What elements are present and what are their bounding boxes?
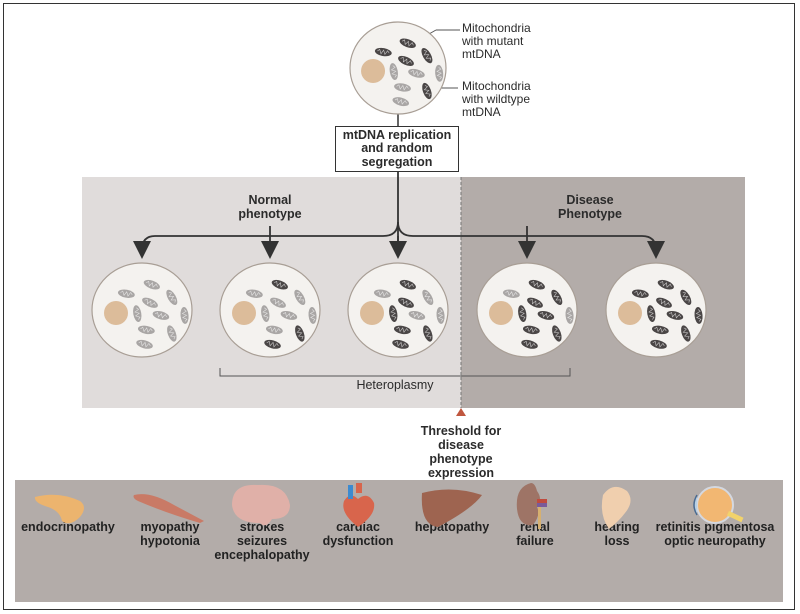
nucleus [232,301,256,325]
mutant-mitochondrion [518,305,527,323]
cell-membrane [605,262,707,358]
mutant-mitochondrion [392,339,409,349]
mutant-mitochondrion [537,310,555,320]
organ-label-1: endocrinopathy [21,520,115,534]
wildtype-mitochondrion [137,325,155,335]
figure-frame [3,3,795,610]
cell-membrane [219,262,321,358]
mutant-mitochondrion [422,82,432,100]
wildtype-mitochondrion [136,339,153,349]
daughter-cell-5 [605,262,707,358]
wildtype-mitochondrion [133,305,142,323]
wildtype-callout-label: Mitochondria with wildtype mtDNA [462,79,531,119]
mutant-mitochondrion [551,289,563,305]
mutant-mitochondrion [295,325,305,342]
mutant-mitochondrion [631,289,649,298]
mutant-mitochondrion [271,279,288,290]
mutant-mitochondrion [552,325,562,342]
wildtype-mitochondrion [392,97,410,107]
mutant-mitochondrion [527,297,543,308]
wildtype-mitochondrion [389,63,398,80]
wildtype-mitochondrion [435,64,444,82]
heteroplasmy-label: Heteroplasmy [356,378,434,392]
wildtype-mitochondrion [373,289,391,298]
wildtype-mitochondrion [117,289,135,298]
mutant-mitochondrion [681,325,691,342]
mutant-mitochondrion [521,339,538,349]
mutant-mitochondrion [264,339,281,349]
nucleus [360,301,384,325]
wildtype-mitochondrion [422,289,434,305]
cell-membrane [349,21,447,115]
threshold-label: Threshold for disease phenotype expressi… [420,424,502,480]
nucleus [618,301,642,325]
organ-label-8: retinitis pigmentosa optic neuropathy [655,520,775,548]
wildtype-mitochondrion [502,289,520,298]
normal-phenotype-label: Normal phenotype [238,193,302,221]
wildtype-mitochondrion [245,289,263,298]
replication-box: mtDNA replication and random segregation [335,126,459,172]
mutant-mitochondrion [680,289,692,305]
daughter-cell-1 [91,262,193,358]
mutant-mitochondrion [528,279,545,290]
mutant-mitochondrion [389,305,398,323]
mutant-mitochondrion [423,325,433,342]
cell-membrane [476,262,578,358]
mutant-mitochondrion [374,47,392,57]
daughter-cell-2 [219,262,321,358]
mutant-mitochondrion [421,47,433,64]
nucleus [104,301,128,325]
mutant-mitochondrion [393,325,411,335]
wildtype-mitochondrion [408,68,425,78]
wildtype-mitochondrion [167,325,177,342]
mutant-mitochondrion [522,325,540,335]
wildtype-mitochondrion [265,325,283,335]
wildtype-mitochondrion [565,306,574,324]
mutant-mitochondrion [651,325,669,335]
threshold-marker-icon [456,408,466,416]
mutant-callout-label: Mitochondria with mutant mtDNA [462,21,531,61]
wildtype-mitochondrion [180,306,189,324]
heteroplasmy-bracket [219,368,571,377]
wildtype-mitochondrion [408,310,426,320]
parent-cell [349,21,447,115]
daughter-cell-3 [347,262,449,358]
nucleus [489,301,513,325]
mutant-mitochondrion [399,38,416,48]
cell-membrane [91,262,193,358]
mutant-mitochondrion [399,279,416,290]
mutant-mitochondrion [694,306,703,324]
mutant-mitochondrion [657,279,674,290]
branch-left [133,221,399,259]
wildtype-mitochondrion [152,310,170,320]
mutant-mitochondrion [398,297,414,308]
wildtype-mitochondrion [166,289,178,305]
nucleus [361,59,386,83]
organ-label-2: myopathy hypotonia [140,520,200,548]
mutant-mitochondrion [650,339,667,349]
mutant-mitochondrion [666,310,684,320]
wildtype-mitochondrion [142,297,158,308]
wildtype-mitochondrion [261,305,270,323]
wildtype-mitochondrion [280,310,298,320]
wildtype-mitochondrion [143,279,160,290]
mutant-mitochondrion [656,297,672,308]
disease-phenotype-label: Disease Phenotype [558,193,622,221]
mutant-mitochondrion [647,305,656,323]
mutant-mitochondrion [398,55,414,67]
wildtype-mitochondrion [294,289,306,305]
wildtype-mitochondrion [308,306,317,324]
wildtype-mitochondrion [436,306,445,324]
daughter-cell-4 [476,262,578,358]
cell-membrane [347,262,449,358]
wildtype-mitochondrion [394,83,411,92]
wildtype-mitochondrion [270,297,286,308]
